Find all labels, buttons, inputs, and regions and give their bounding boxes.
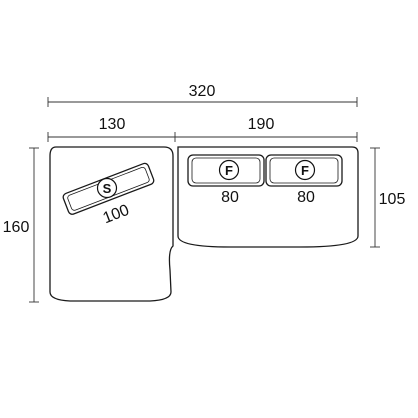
chaise-depth-label: 160 [3, 219, 30, 236]
sofa-width-label: 190 [248, 116, 275, 133]
chaise-width-label: 130 [99, 116, 126, 133]
seat-cushion-1: F 80 [187, 154, 265, 206]
seat-cushion-2-letter: F [301, 163, 309, 178]
seat-cushion-2-size: 80 [297, 189, 315, 206]
chaise-depth-dimension: 160 [3, 147, 39, 303]
overall-width-dimension: 320 [47, 83, 358, 107]
seat-cushion-1-size: 80 [221, 189, 239, 206]
seat-cushion-1-badge [218, 159, 240, 181]
seat-cushion-2-badge [294, 159, 316, 181]
backrest-cushion-badge: S [96, 177, 118, 199]
sofa-depth-label: 105 [379, 191, 406, 208]
seat-cushion-2: F 80 [265, 154, 343, 206]
overall-width-label: 320 [189, 83, 216, 100]
backrest-badge-letter: S [103, 181, 112, 196]
seat-cushion-1-letter: F [225, 163, 233, 178]
sofa-depth-dimension: 105 [370, 147, 406, 248]
section-width-dimension: 130 190 [47, 116, 358, 142]
